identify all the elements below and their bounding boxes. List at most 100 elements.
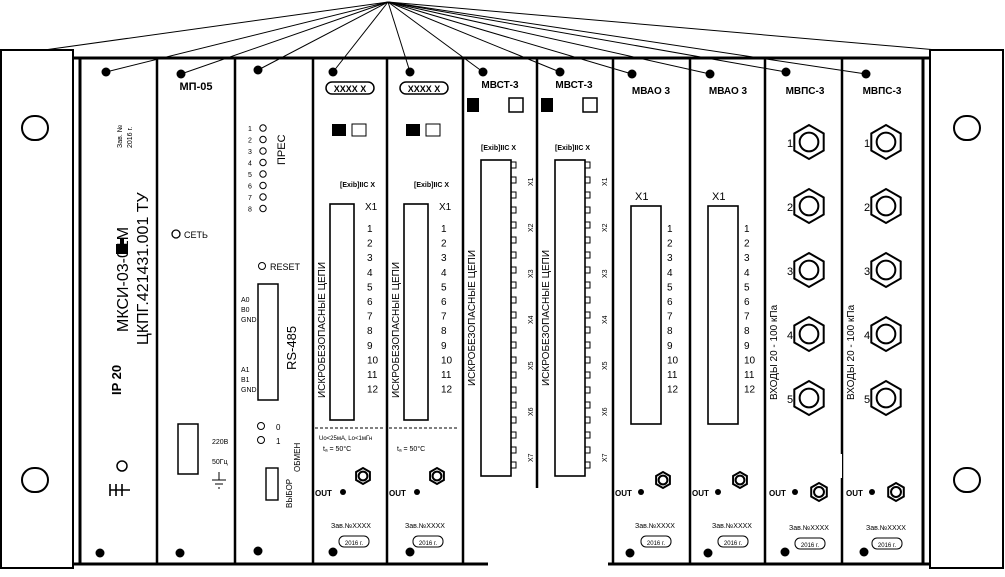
serial-number: Зав.№XXXX	[866, 525, 906, 532]
terminal-number: 9	[744, 341, 750, 352]
pressure-input-nut-icon	[870, 251, 902, 289]
connector-label: X5	[602, 361, 609, 370]
terminal-number: 7	[441, 312, 447, 323]
terminal-number: 9	[367, 341, 373, 352]
year-oval	[640, 535, 672, 548]
terminal-number: 11	[744, 370, 755, 381]
terminal-number: 7	[667, 312, 673, 323]
terminal-tooth	[511, 416, 517, 424]
side-label: ИСКРОБЕЗОПАСНЫЕ ЦЕПИ	[391, 262, 402, 398]
rs485-pin-label: B0	[241, 307, 250, 314]
terminal-number: 11	[441, 370, 452, 381]
terminal-number: 4	[441, 268, 447, 279]
year-small: 2016 г.	[127, 127, 134, 148]
pressure-input-nut-icon-inner	[798, 323, 820, 345]
terminal-tooth	[511, 176, 517, 184]
reset-led-icon	[258, 262, 266, 270]
terminal-number: 12	[744, 385, 756, 396]
fuse-holder	[177, 423, 199, 475]
module-miv1: XXXX X[Exib]IIC XX1123456789101112ИСКРОБ…	[315, 81, 385, 548]
terminal-number: 3	[441, 253, 447, 264]
input-number: 2	[787, 202, 793, 214]
terminal-number: 8	[744, 326, 750, 337]
pressure-input-nut-icon	[793, 379, 825, 417]
pressure-input-nut-icon-inner	[875, 195, 897, 217]
eac-mark-icon	[508, 97, 524, 113]
serial-number: Зав.№XXXX	[635, 523, 675, 530]
terminal-tooth	[511, 356, 517, 364]
terminal-number: 7	[367, 312, 373, 323]
terminal-tooth	[511, 191, 517, 199]
out-label: OUT	[769, 489, 786, 498]
terminal-tooth	[585, 341, 591, 349]
status-led-icon	[259, 158, 267, 167]
terminal-tooth	[585, 176, 591, 184]
terminal-tooth	[511, 206, 517, 214]
pressure-input-nut-icon	[793, 251, 825, 289]
connector-label: X1	[712, 191, 725, 203]
terminal-number: 10	[367, 355, 379, 366]
out-label: OUT	[389, 489, 406, 498]
terminal-number: 9	[667, 341, 673, 352]
ex-marking: [Exib]IIC X	[340, 182, 375, 189]
terminal-tooth	[511, 431, 517, 439]
out-label: OUT	[315, 489, 332, 498]
led-number: 2	[248, 138, 252, 145]
terminal-tooth	[585, 326, 591, 334]
ex-cert-icon	[467, 98, 479, 112]
terminal-number: 8	[667, 326, 673, 337]
terminal-number: 12	[667, 385, 679, 396]
input-number: 3	[864, 266, 870, 278]
connector-label: X1	[635, 191, 648, 203]
terminal-tooth	[511, 386, 517, 394]
side-label: ВХОДЫ 20 - 100 кПа	[846, 304, 857, 400]
rs485-pin-label: GND	[241, 387, 257, 394]
year: 2016 г.	[647, 541, 665, 547]
input-number: 5	[864, 394, 870, 406]
connector-label: X3	[602, 269, 609, 278]
ex-marking: [Exib]IIC X	[414, 182, 449, 189]
pressure-input-nut-icon-inner	[798, 195, 820, 217]
temp-range: tₐ = 50°C	[397, 445, 425, 453]
ground-icon	[109, 484, 130, 496]
terminal-tooth	[511, 461, 517, 469]
spec-code: ЦКПГ.421431.001 ТУ	[135, 191, 152, 345]
connector-label: X2	[602, 223, 609, 232]
pressure-input-nut-icon	[793, 315, 825, 353]
module-separators	[155, 58, 844, 564]
terminal-number: 1	[367, 224, 373, 235]
terminal-tooth	[585, 161, 591, 169]
terminal-strip	[480, 159, 512, 477]
terminal-number: 2	[667, 239, 673, 250]
ex-cert-icon	[541, 98, 553, 112]
led-number: 1	[248, 126, 252, 133]
out-led-icon	[715, 489, 721, 495]
side-label: ИСКРОБЕЗОПАСНЫЕ ЦЕПИ	[317, 262, 328, 398]
pressure-input-nut-icon	[870, 315, 902, 353]
status-led-icon	[259, 124, 267, 132]
rs485-pin-label: A1	[241, 367, 250, 374]
module-mvao1: МВАО 3X1123456789101112OUTЗав.№XXXX2016 …	[615, 86, 679, 548]
terminal-number: 2	[441, 239, 447, 250]
module-miv2: XXXX X[Exib]IIC XX1123456789101112ИСКРОБ…	[389, 81, 459, 548]
connector-label: X1	[365, 202, 378, 213]
mounting-screws	[95, 65, 871, 558]
terminal-number: 6	[441, 297, 447, 308]
terminal-block	[329, 203, 355, 421]
module-title: МВПС-3	[786, 86, 825, 97]
status-led-icon	[259, 135, 267, 144]
connector-label: X1	[602, 177, 609, 186]
input-number: 1	[787, 138, 793, 150]
terminal-tooth	[585, 266, 591, 274]
led-number: 6	[248, 184, 252, 191]
terminal-tooth	[585, 251, 591, 259]
output-nut-icon-inner	[890, 486, 902, 498]
pressure-input-nut-icon-inner	[798, 387, 820, 409]
module-title: XXXX X	[334, 84, 367, 94]
terminal-tooth	[511, 326, 517, 334]
rs485-pin-label: A0	[241, 297, 250, 304]
output-nut-icon-inner	[813, 486, 825, 498]
terminal-tooth	[511, 281, 517, 289]
